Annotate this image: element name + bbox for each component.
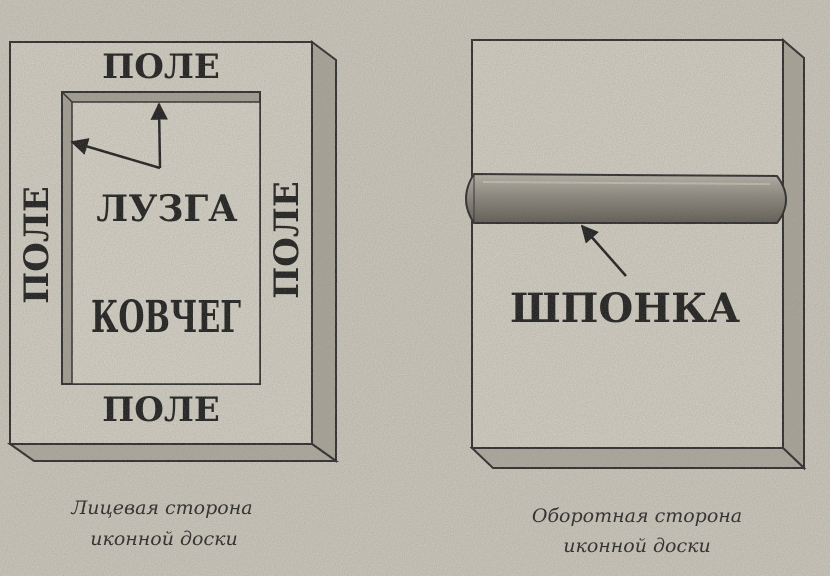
back-board-right-side [782, 37, 805, 471]
back-caption-line2: иконной доски [563, 535, 710, 557]
front-label-top: ПОЛЕ [102, 47, 220, 87]
back-board-face [471, 39, 784, 449]
shponka-dowel [465, 172, 787, 224]
front-label-left: ПОЛЕ [17, 186, 57, 304]
front-label-right: ПОЛЕ [267, 181, 307, 299]
front-caption-line1: Лицевая сторона [70, 497, 252, 519]
kovcheg-label: КОВЧЕГ [91, 292, 241, 343]
front-board-right-side [311, 40, 337, 463]
back-caption-line1: Оборотная сторона [532, 505, 742, 527]
back-board-bottom-side [469, 447, 807, 469]
front-board: ПОЛЕ ПОЛЕ ПОЛЕ ПОЛЕ ЛУЗГА КОВЧЕГ [6, 40, 340, 463]
front-caption-line2: иконной доски [90, 528, 237, 550]
front-board-bottom-side [6, 443, 340, 462]
luzga-arrow-up [150, 102, 168, 169]
shponka-label: ШПОНКА [510, 285, 741, 332]
front-label-bottom: ПОЛЕ [102, 390, 220, 430]
luzga-label: ЛУЗГА [96, 188, 237, 230]
back-board: ШПОНКА [465, 37, 807, 471]
